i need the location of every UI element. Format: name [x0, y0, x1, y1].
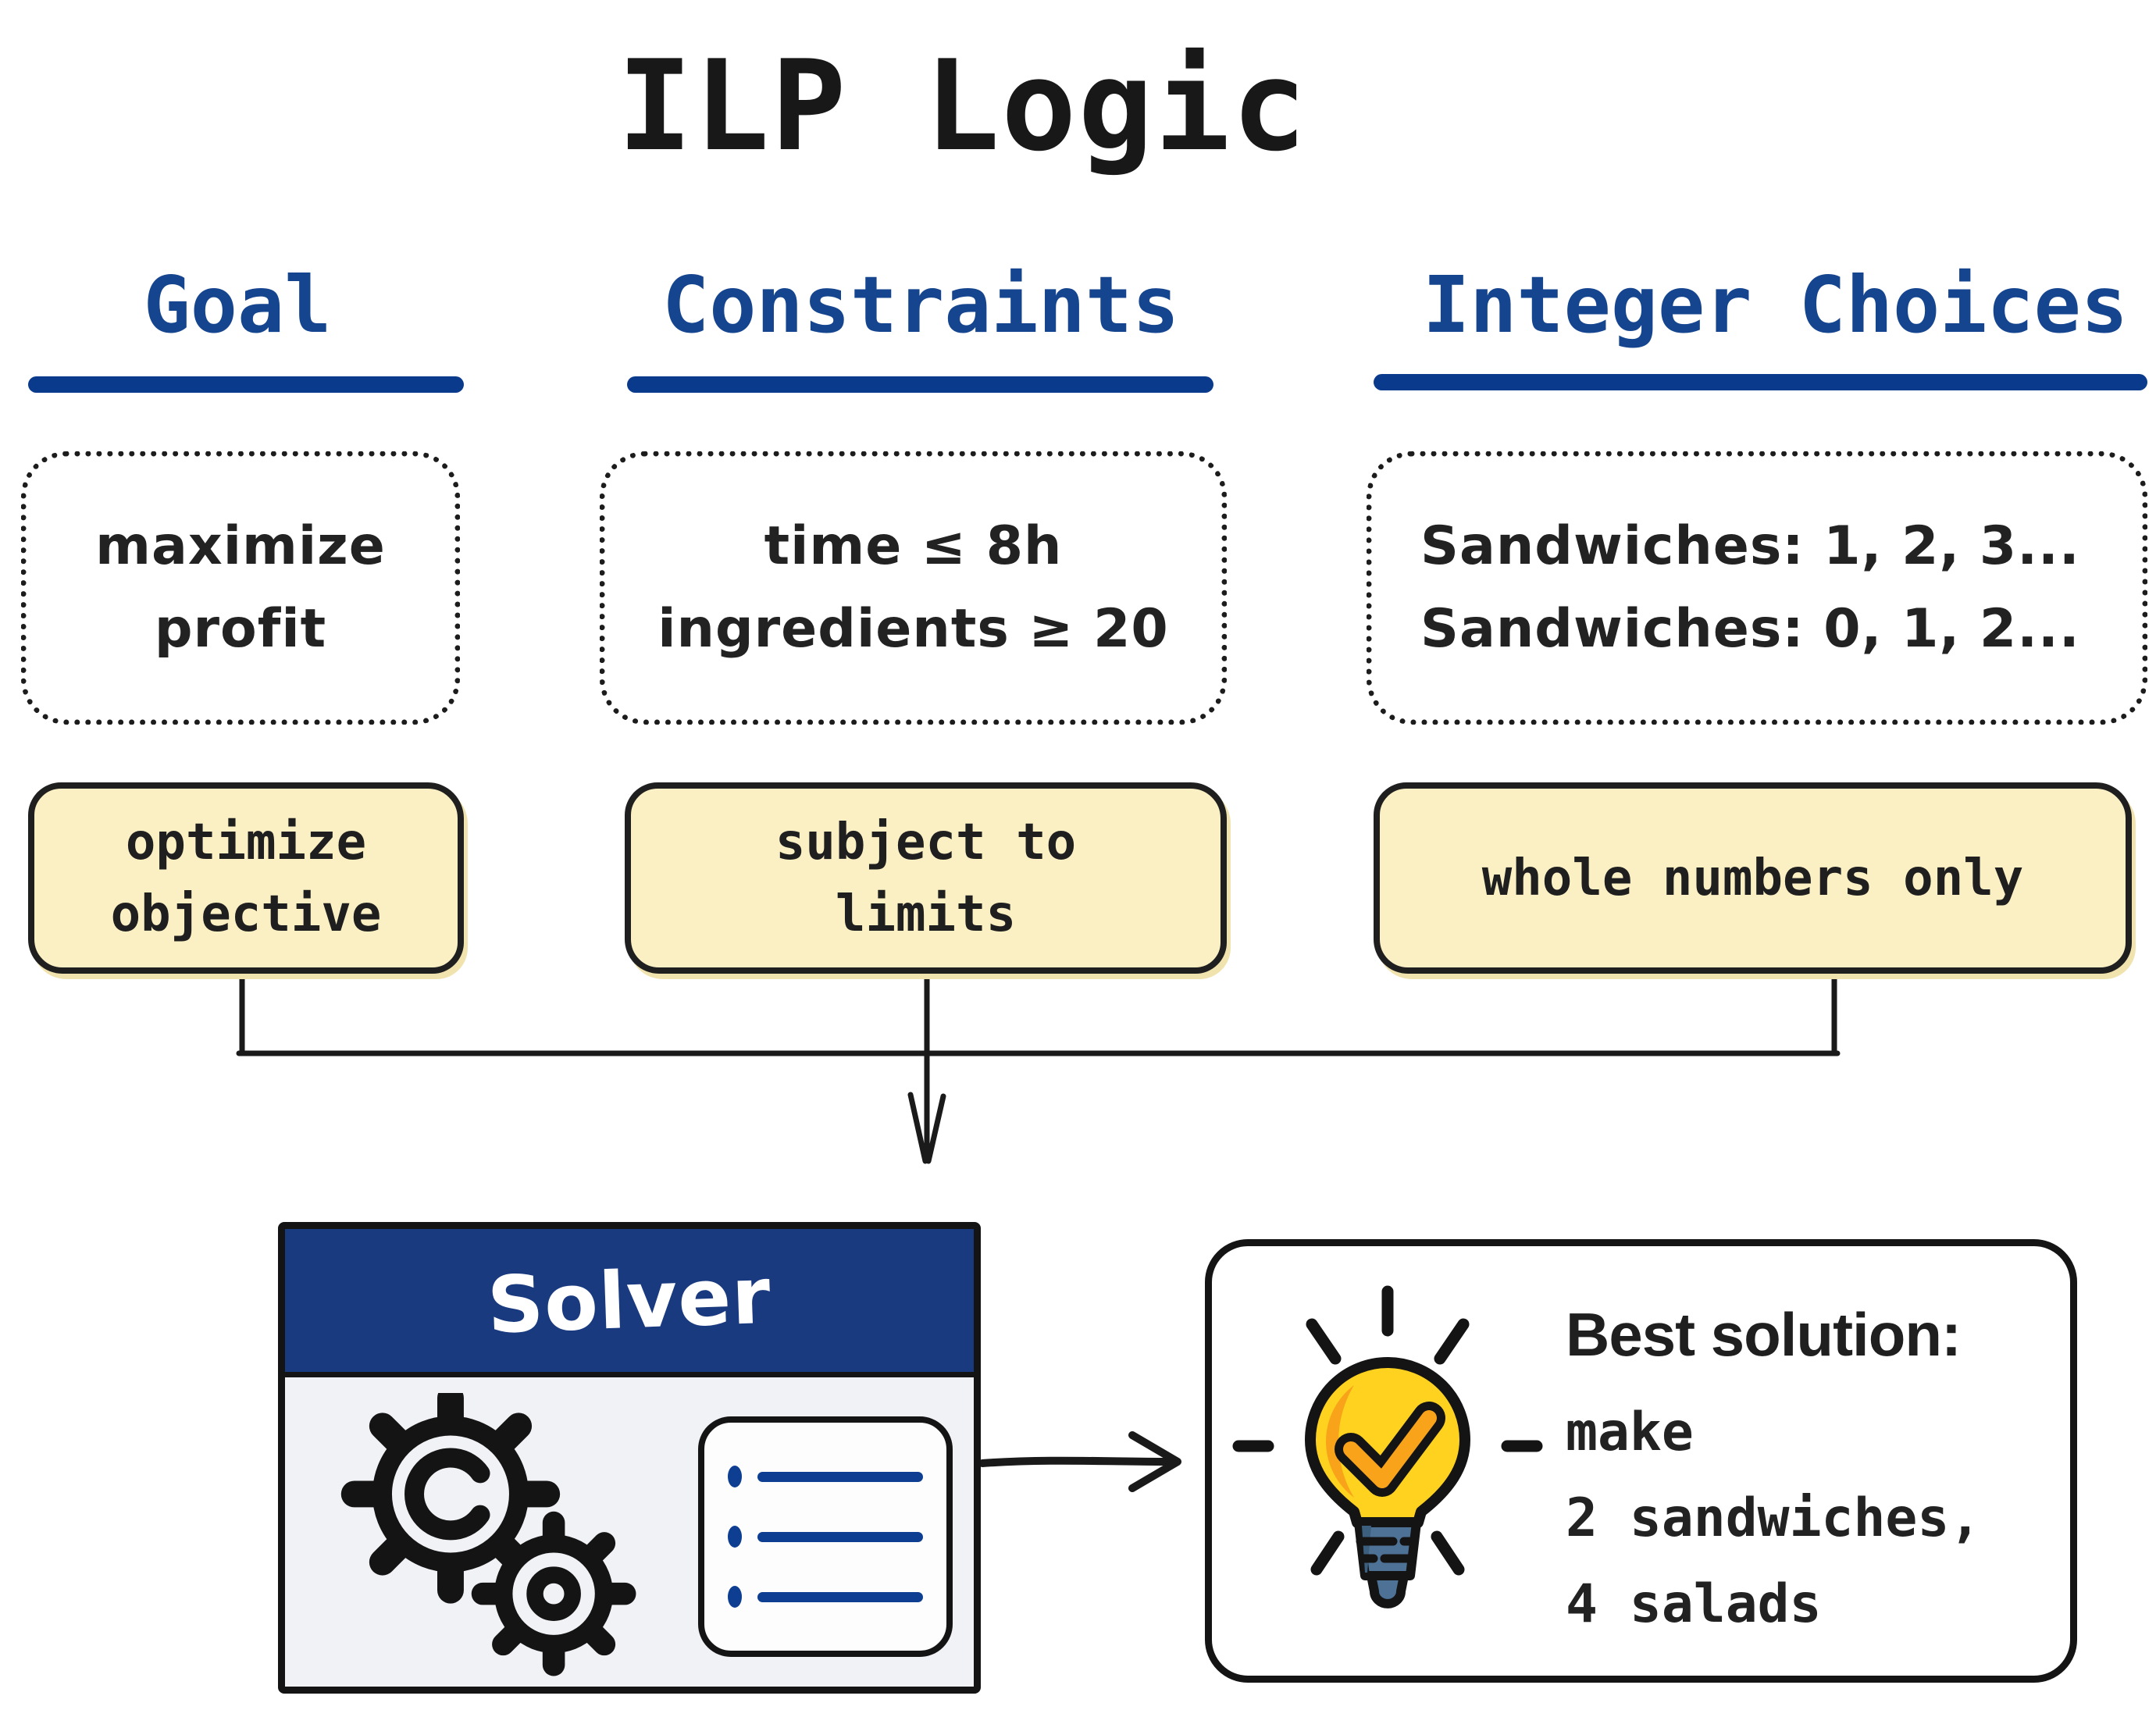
bullet-dot-icon [728, 1526, 742, 1548]
solver-title: Solver [486, 1249, 773, 1352]
gears-icon [340, 1393, 636, 1676]
down-arrow [907, 1092, 946, 1164]
goal-note-line: profit [154, 598, 327, 660]
column-header-integer-choices: Integer Choices [1423, 259, 2129, 351]
constraints-tag-box: subject to limits [625, 782, 1227, 974]
goal-note-line: maximize [95, 515, 386, 577]
page-title: ILP Logic [617, 33, 1309, 179]
integer-note-line: Sandwiches: 1, 2, 3... [1420, 515, 2080, 577]
checklist-row [728, 1466, 923, 1487]
checklist-icon [698, 1416, 953, 1657]
best-solution-card: Best solution: make 2 sandwiches, 4 sala… [1205, 1239, 2077, 1683]
right-arrow [978, 1431, 1181, 1492]
list-line-icon [757, 1531, 923, 1542]
result-heading: Best solution: [1566, 1300, 1962, 1369]
lightbulb-rays [1232, 1285, 1543, 1576]
goal-underline [28, 376, 464, 393]
bullet-dot-icon [728, 1586, 742, 1608]
bullet-dot-icon [728, 1466, 742, 1487]
integer-choices-underline [1374, 374, 2147, 390]
checklist-row [728, 1526, 923, 1548]
integer-choices-note-box: Sandwiches: 1, 2, 3... Sandwiches: 0, 1,… [1367, 451, 2147, 725]
list-line-icon [757, 1591, 923, 1602]
checklist-row [728, 1586, 923, 1608]
goal-tag-line: objective [110, 885, 382, 943]
constraints-underline [627, 376, 1213, 393]
goal-note-box: maximize profit [21, 451, 460, 725]
integer-tag-line: whole numbers only [1481, 849, 2024, 907]
merge-connector [236, 971, 1841, 1161]
constraints-note-line: time ≤ 8h [764, 515, 1063, 577]
result-lines: make 2 sandwiches, 4 salads [1566, 1390, 1981, 1648]
constraints-tag-line: limits [835, 885, 1017, 943]
constraints-note-line: ingredients ≥ 20 [657, 598, 1169, 660]
lightbulb-icon [1232, 1285, 1543, 1608]
goal-tag-box: optimize objective [28, 782, 464, 974]
column-header-constraints: Constraints [662, 259, 1180, 351]
result-line: make [1566, 1402, 1694, 1463]
solver-box: Solver [278, 1222, 981, 1694]
goal-tag-line: optimize [125, 813, 367, 871]
result-line: 4 salads [1566, 1573, 1822, 1635]
solver-header: Solver [285, 1229, 974, 1377]
constraints-note-box: time ≤ 8h ingredients ≥ 20 [600, 451, 1227, 725]
constraints-tag-line: subject to [775, 813, 1077, 871]
list-line-icon [757, 1471, 923, 1482]
integer-note-line: Sandwiches: 0, 1, 2... [1420, 598, 2080, 660]
column-header-goal: Goal [143, 259, 332, 351]
integer-choices-tag-box: whole numbers only [1374, 782, 2132, 974]
result-line: 2 sandwiches, [1566, 1487, 1982, 1549]
